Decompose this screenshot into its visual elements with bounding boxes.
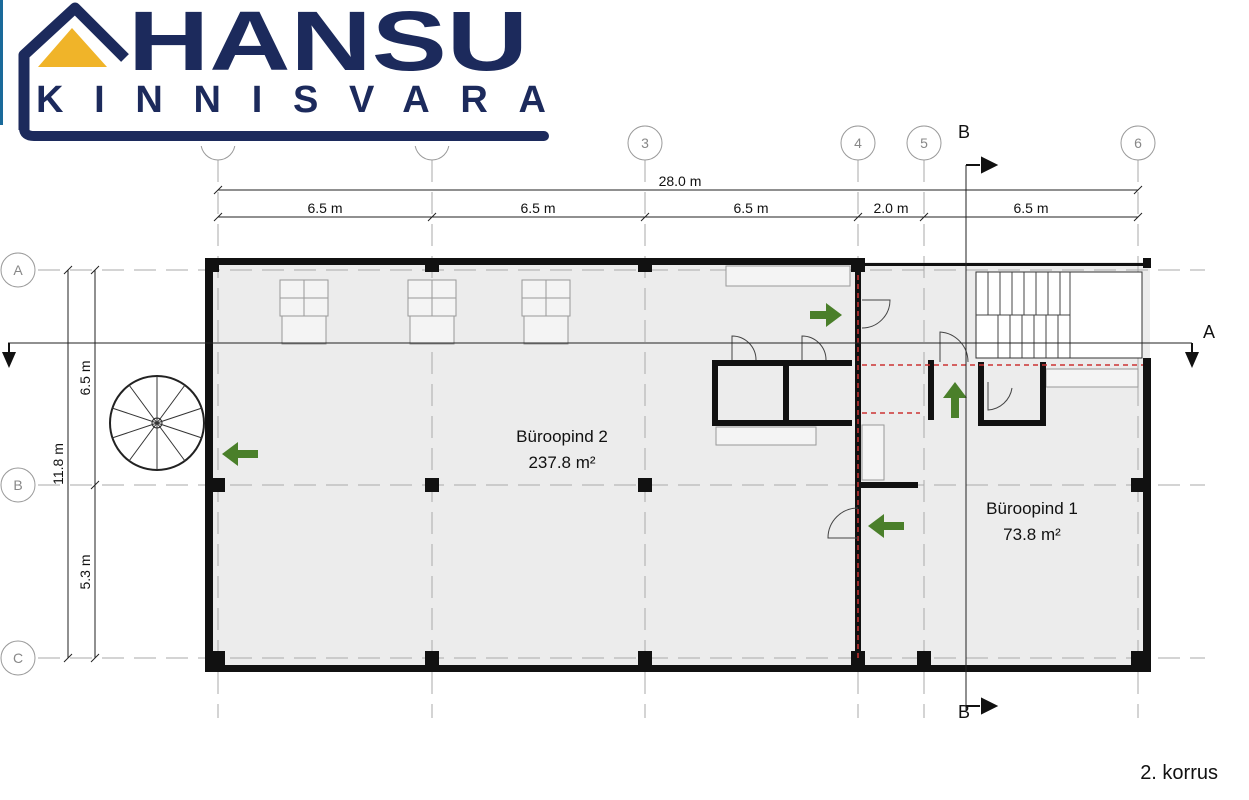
dim-depth-1: 6.5 m [77,360,93,395]
section-lines [2,156,1199,715]
room-area-buroopind-1: 73.8 m² [1003,525,1061,544]
section-b-bottom-label: B [958,702,970,722]
grid-label-b: B [13,477,22,493]
grid-label-3: 3 [641,135,649,151]
logo-brand: HANSU [128,0,528,88]
grid-label-a: A [13,262,23,278]
dim-bay-1: 6.5 m [307,200,342,216]
grid-label-6: 6 [1134,135,1142,151]
grid-label-c: C [13,650,23,666]
fire-separation-line [857,275,1143,660]
dim-bay-2: 6.5 m [520,200,555,216]
arrow-left-icon [222,442,258,466]
room-name-buroopind-2: Büroopind 2 [516,427,608,446]
arrow-left-icon [868,514,904,538]
dim-bay-4: 2.0 m [873,200,908,216]
floor-label: 2. korrus [1140,762,1218,784]
dim-bay-5: 6.5 m [1013,200,1048,216]
section-b-top-label: B [958,122,970,142]
roof-icon [38,28,107,67]
doors [731,299,1013,539]
section-a-label: A [1203,322,1215,342]
dim-total-depth: 11.8 m [50,443,66,485]
dim-total-width: 28.0 m [659,173,702,189]
entrance-arrows [222,303,967,538]
room-area-buroopind-2: 237.8 m² [528,453,595,472]
logo: HANSU KINNISVARA [0,0,555,146]
arrow-up-icon [943,382,967,418]
arrow-right-icon [810,303,842,327]
desks [279,265,1139,481]
dim-bay-3: 6.5 m [733,200,768,216]
stair [975,271,1143,359]
dim-depth-2: 5.3 m [77,554,93,589]
dimension-lines [63,185,1143,663]
room-name-buroopind-1: Büroopind 1 [986,499,1078,518]
house-outline-icon [18,2,129,130]
grid-label-5: 5 [920,135,928,151]
spiral-stair [109,375,205,471]
grid-label-4: 4 [854,135,862,151]
